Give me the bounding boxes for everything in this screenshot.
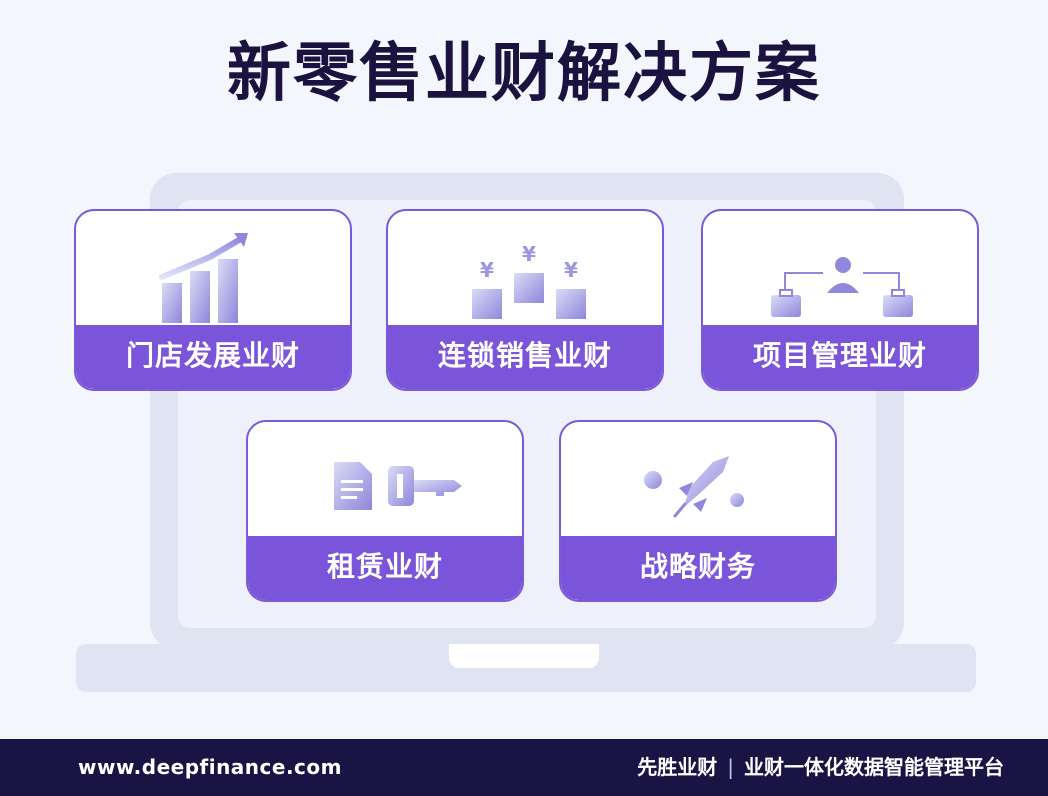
footer-tagline: 先胜业财 | 业财一体化数据智能管理平台 — [637, 739, 1004, 796]
laptop-notch — [449, 644, 599, 668]
card-leasing[interactable]: 租赁业财 — [246, 420, 524, 602]
yen-blocks-icon: ¥ ¥ ¥ — [388, 211, 662, 327]
svg-text:¥: ¥ — [564, 258, 578, 282]
website-link[interactable]: www.deepfinance.com — [78, 755, 342, 779]
card-strategic-finance[interactable]: 战略财务 — [559, 420, 837, 602]
org-briefcase-icon — [703, 211, 977, 327]
svg-text:¥: ¥ — [522, 242, 536, 266]
card-label: 战略财务 — [561, 536, 835, 600]
rocket-icon — [561, 422, 835, 538]
card-label: 门店发展业财 — [76, 325, 350, 389]
growth-chart-icon — [76, 211, 350, 327]
page-title: 新零售业财解决方案 — [227, 37, 821, 111]
platform-tagline: 业财一体化数据智能管理平台 — [744, 755, 1004, 779]
svg-text:¥: ¥ — [480, 258, 494, 282]
card-store-development[interactable]: 门店发展业财 — [74, 209, 352, 391]
brand-name: 先胜业财 — [637, 755, 718, 779]
card-project-management[interactable]: 项目管理业财 — [701, 209, 979, 391]
card-label: 项目管理业财 — [703, 325, 977, 389]
card-label: 连锁销售业财 — [388, 325, 662, 389]
card-chain-sales[interactable]: ¥ ¥ ¥ 连锁销售业财 — [386, 209, 664, 391]
card-label: 租赁业财 — [248, 536, 522, 600]
separator: | — [727, 755, 734, 779]
document-key-icon — [248, 422, 522, 538]
footer-bar: www.deepfinance.com 先胜业财 | 业财一体化数据智能管理平台 — [0, 739, 1048, 796]
